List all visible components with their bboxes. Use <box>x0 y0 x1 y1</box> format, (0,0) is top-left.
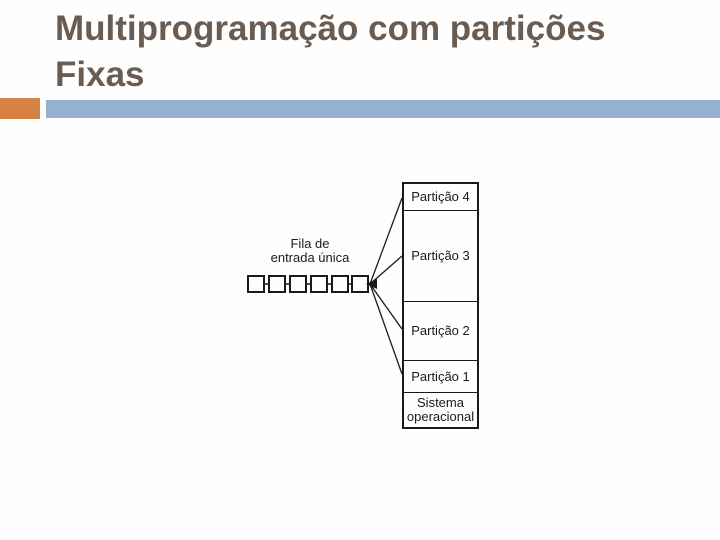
partition-4-row: Partição 4 <box>404 184 477 211</box>
queue-process-box <box>289 275 307 293</box>
queue-label: Fila de entrada única <box>270 236 350 265</box>
fan-line-to-partition-2 <box>369 283 403 330</box>
accent-orange-square <box>0 98 40 119</box>
fan-line-to-partition-1 <box>369 283 403 375</box>
operating-system-row: Sistema operacional <box>406 395 475 424</box>
partition-2-row: Partição 2 <box>404 302 477 361</box>
queue-process-box <box>247 275 265 293</box>
partition-1-row: Partição 1 <box>404 361 477 393</box>
accent-blue-bar <box>46 100 720 118</box>
fan-line-to-partition-4 <box>369 197 403 285</box>
queue-process-box <box>310 275 328 293</box>
page-title: Multiprogramação com partições Fixas <box>55 6 605 98</box>
fan-line-to-partition-3 <box>369 255 403 285</box>
queue-process-box <box>268 275 286 293</box>
partition-3-row: Partição 3 <box>404 211 477 302</box>
queue-process-box <box>331 275 349 293</box>
memory-partition-box: Partição 4 Partição 3 Partição 2 Partiçã… <box>402 182 479 429</box>
queue-process-box <box>351 275 369 293</box>
title-line-1: Multiprogramação com partições <box>55 9 606 48</box>
title-line-2: Fixas <box>55 55 145 94</box>
fan-arrowhead-icon <box>366 279 377 289</box>
